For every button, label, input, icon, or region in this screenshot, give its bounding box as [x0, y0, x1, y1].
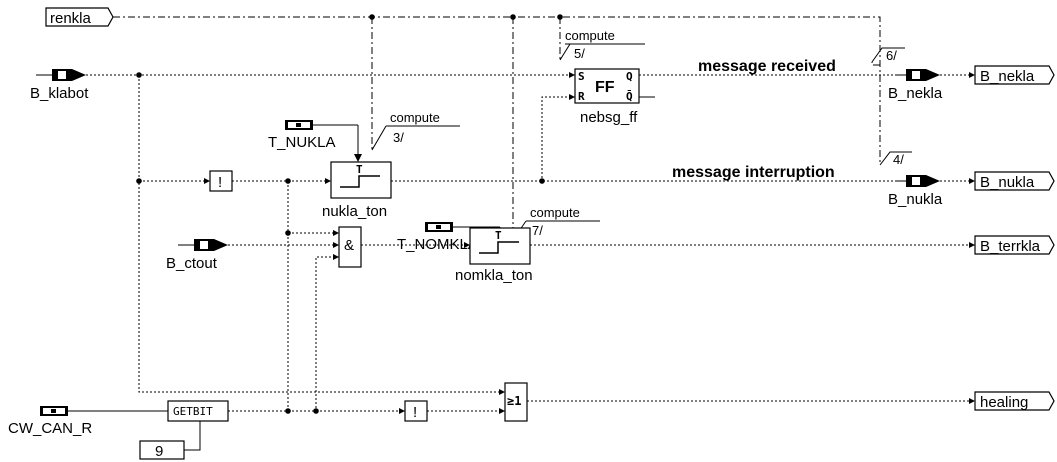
mid-b-nukla: B_nukla [888, 175, 943, 208]
svg-text:7/: 7/ [532, 223, 543, 238]
param-cw-can-r[interactable]: CW_CAN_R [8, 406, 92, 437]
timer-nomkla-ton[interactable]: T nomkla_ton [455, 227, 533, 284]
output-b-nukla[interactable]: B_nukla [974, 171, 1055, 191]
output-b-nekla-label: B_nekla [980, 68, 1035, 85]
annotation-message-interruption: message interruption [672, 164, 835, 181]
svg-text:!: ! [218, 174, 222, 191]
input-b-ctout-label: B_ctout [166, 255, 218, 272]
svg-text:compute: compute [530, 205, 580, 220]
wire-ff-r [541, 96, 575, 181]
not-block-2[interactable]: ! [404, 400, 428, 422]
compute-4: 4/ [879, 151, 912, 167]
annotation-message-received: message received [698, 58, 836, 75]
svg-text:R: R [578, 90, 585, 103]
output-b-terrkla-label: B_terrkla [980, 238, 1041, 255]
flipflop-nebsg-ff[interactable]: S R Q Q̄ FF nebsg_ff [574, 68, 640, 126]
timer-nomkla-ton-label: nomkla_ton [455, 267, 533, 284]
svg-text:Q̄: Q̄ [626, 90, 633, 103]
param-t-nukla-label: T_NUKLA [268, 134, 336, 151]
timer-nukla-ton-label: nukla_ton [322, 203, 387, 220]
output-healing[interactable]: healing [974, 391, 1055, 411]
output-healing-label: healing [980, 394, 1028, 411]
input-b-klabot[interactable]: B_klabot [30, 69, 89, 102]
svg-text:Q: Q [626, 70, 633, 83]
ff-name: nebsg_ff [580, 109, 638, 126]
compute-7: compute 7/ [512, 205, 600, 241]
svg-text:compute: compute [390, 110, 440, 125]
svg-text:T: T [495, 229, 502, 242]
svg-text:compute: compute [565, 28, 615, 43]
svg-text:!: ! [413, 404, 417, 421]
svg-text:5/: 5/ [574, 46, 585, 61]
input-renkla[interactable]: renkla [45, 7, 114, 27]
enable-line-renkla [113, 16, 881, 165]
svg-text:≥1: ≥1 [507, 394, 521, 408]
svg-text:GETBIT: GETBIT [173, 405, 213, 418]
arrowheads [204, 72, 975, 414]
input-b-klabot-label: B_klabot [30, 85, 89, 102]
svg-text:6/: 6/ [886, 48, 897, 63]
const-9[interactable]: 9 [139, 440, 185, 460]
svg-text:B_nukla: B_nukla [888, 191, 943, 208]
svg-text:3/: 3/ [393, 130, 404, 145]
input-b-ctout[interactable]: B_ctout [166, 239, 228, 272]
param-t-nukla[interactable]: T_NUKLA [268, 120, 362, 162]
param-cw-can-r-label: CW_CAN_R [8, 420, 92, 437]
output-b-nukla-label: B_nukla [980, 174, 1035, 191]
wire-and-in3 [315, 256, 339, 411]
input-renkla-label: renkla [50, 10, 92, 27]
getbit-block[interactable]: GETBIT [167, 400, 229, 422]
compute-5: compute 5/ [559, 28, 645, 61]
svg-text:&: & [344, 237, 354, 254]
timer-nukla-ton[interactable]: T nukla_ton [322, 161, 392, 220]
enable-line-6 [871, 62, 880, 66]
or-gate[interactable]: ≥1 [504, 382, 528, 422]
compute-6: 6/ [871, 47, 905, 63]
svg-text:S: S [578, 70, 585, 83]
wire-9-to-getbit [184, 421, 201, 451]
svg-text:T: T [356, 163, 363, 176]
svg-text:9: 9 [155, 443, 163, 460]
output-b-terrkla[interactable]: B_terrkla [974, 235, 1055, 255]
mid-b-nekla: B_nekla [888, 69, 943, 102]
compute-3: compute 3/ [371, 110, 460, 151]
output-b-nekla[interactable]: B_nekla [974, 65, 1055, 85]
ff-label: FF [595, 79, 615, 96]
svg-text:B_nekla: B_nekla [888, 85, 943, 102]
not-block-1[interactable]: ! [209, 170, 233, 192]
and-gate[interactable]: & [338, 226, 362, 268]
svg-text:4/: 4/ [893, 152, 904, 167]
